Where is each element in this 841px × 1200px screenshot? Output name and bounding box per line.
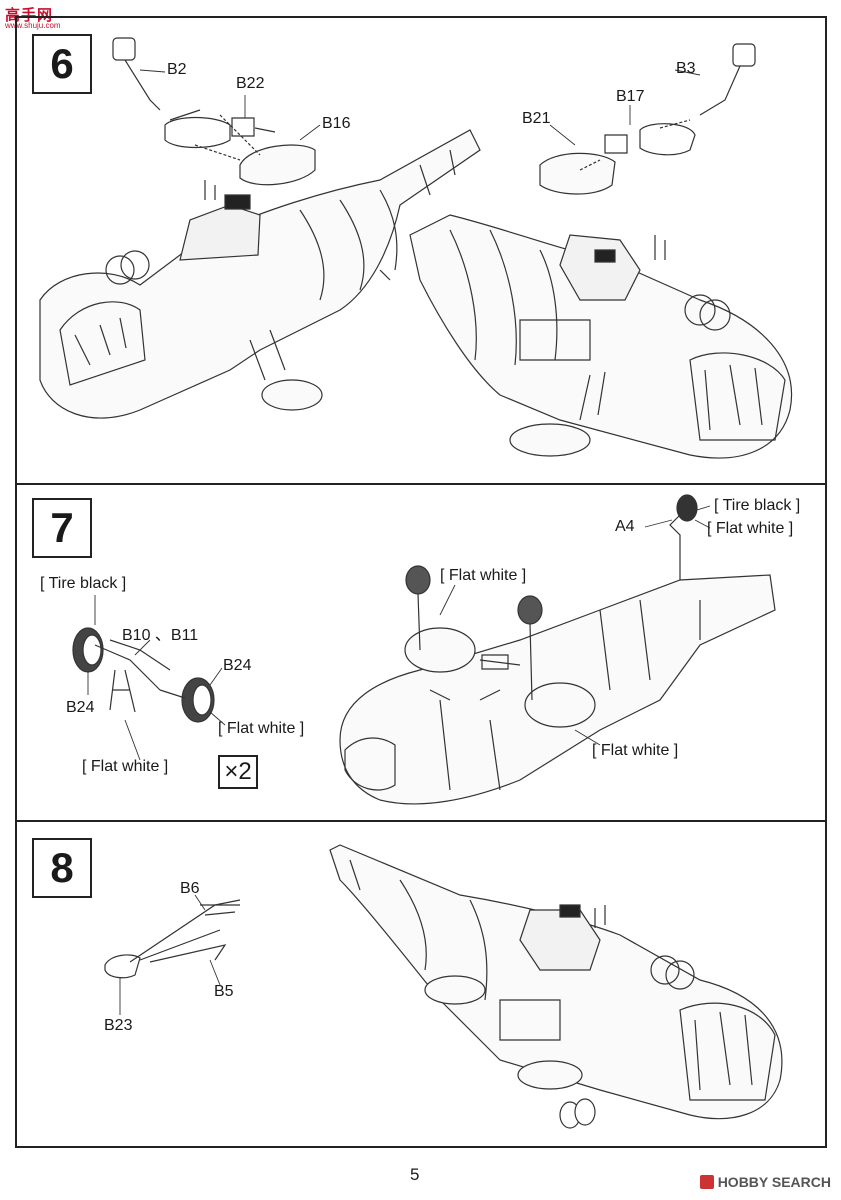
helicopter-right-6 (410, 215, 792, 458)
step-divider (15, 483, 827, 485)
paint-label-flat-white: [ Flat white ] (592, 742, 679, 759)
helicopter-underside-7 (340, 566, 775, 804)
part-label-b10-b11: B10 、B11 (122, 627, 199, 644)
paint-label-flat-white: [ Flat white ] (82, 758, 169, 775)
helicopter-left-6 (40, 130, 480, 418)
quantity-multiplier: ×2 (218, 755, 258, 789)
hobby-search-logo-icon (699, 1175, 714, 1189)
part-label-b21: B21 (522, 110, 551, 127)
paint-label-tire-black: [ Tire black ] (40, 575, 127, 592)
part-label-a4: A4 (615, 518, 635, 535)
part-label-b6: B6 (180, 880, 200, 897)
float-subassembly-left-6 (113, 38, 315, 185)
wheel-subassembly-7 (73, 628, 214, 722)
watermark-url: www.shuju.com (5, 21, 61, 30)
part-label-b5: B5 (214, 983, 234, 1000)
helicopter-full-8 (330, 845, 782, 1128)
part-label-b16: B16 (322, 115, 351, 132)
paint-label-flat-white: [ Flat white ] (218, 720, 305, 737)
float-parts-8 (105, 900, 240, 978)
float-subassembly-right-6 (540, 44, 755, 194)
page-number: 5 (410, 1165, 420, 1184)
instruction-frame (15, 16, 827, 1148)
paint-label-flat-white: [ Flat white ] (707, 520, 794, 537)
tail-wheel-part-7 (670, 495, 697, 580)
source-badge-text: HOBBY SEARCH (717, 1174, 831, 1190)
step-divider (15, 820, 827, 822)
step-number-6: 6 (32, 34, 92, 94)
part-label-b22: B22 (236, 75, 265, 92)
step-number-7: 7 (32, 498, 92, 558)
callout-leader-lines (88, 70, 710, 1015)
paint-label-flat-white: [ Flat white ] (440, 567, 527, 584)
part-label-b3: B3 (676, 60, 696, 77)
paint-label-tire-black: [ Tire black ] (714, 497, 801, 514)
source-badge: HOBBY SEARCH (699, 1174, 831, 1190)
part-label-b24: B24 (223, 657, 252, 674)
part-label-b2: B2 (167, 61, 187, 78)
part-label-b23: B23 (104, 1017, 133, 1034)
part-label-b24: B24 (66, 699, 95, 716)
step-number-8: 8 (32, 838, 92, 898)
part-label-b17: B17 (616, 88, 645, 105)
